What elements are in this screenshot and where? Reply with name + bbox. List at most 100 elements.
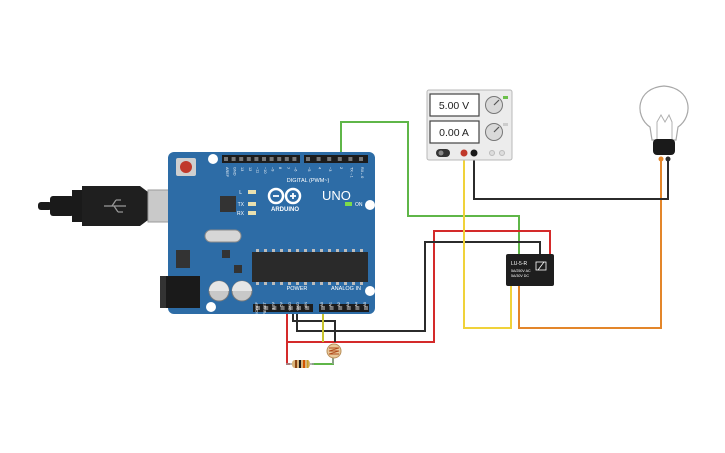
pin-label: VIN <box>304 302 308 309</box>
header-pin[interactable] <box>256 306 260 310</box>
pin-label: A3 <box>346 302 350 307</box>
current-knob[interactable] <box>485 123 503 141</box>
model-label: UNO <box>322 188 351 203</box>
power-jack <box>160 276 200 308</box>
pin-label: 5V <box>280 302 284 307</box>
header-pin[interactable] <box>306 157 310 161</box>
analog-label: ANALOG IN <box>331 286 361 292</box>
header-pin[interactable] <box>364 306 368 310</box>
header-pin[interactable] <box>355 306 360 310</box>
header-pin[interactable] <box>246 157 251 161</box>
relay-label: LU-5-R <box>511 261 528 267</box>
header-pin[interactable] <box>305 306 310 310</box>
pin-label: 13 <box>240 167 244 171</box>
header-pin[interactable] <box>321 306 325 310</box>
power-switch[interactable] <box>436 149 450 157</box>
wire-black-gnd[interactable] <box>296 241 541 332</box>
relay-spec-dc: 5A/30V DC <box>511 274 529 278</box>
led-rx-label: RX <box>237 211 245 217</box>
header-pin[interactable] <box>337 157 342 161</box>
crystal-oscillator <box>204 229 242 243</box>
wire-green-signal[interactable] <box>340 121 520 258</box>
header-pin[interactable] <box>231 157 236 161</box>
header-pin[interactable] <box>262 157 266 161</box>
header-pin[interactable] <box>269 157 274 161</box>
power-header[interactable]: IOREF RESET 3.3V 5V GND GND VIN <box>253 301 313 315</box>
pin-label: RESET <box>263 301 267 314</box>
header-pin[interactable] <box>239 157 244 161</box>
header-pin[interactable] <box>359 157 363 161</box>
header-pin[interactable] <box>254 157 259 161</box>
header-pin[interactable] <box>327 157 332 161</box>
small-component <box>222 250 230 258</box>
pin-label: ~5 <box>307 167 311 171</box>
header-pin[interactable] <box>346 306 351 310</box>
usb-icon <box>104 199 126 213</box>
header-pin[interactable] <box>224 157 228 161</box>
reset-button[interactable] <box>176 158 196 176</box>
relay-coil-icon <box>535 261 547 271</box>
pin-label: 8 <box>278 167 282 169</box>
wire-black-supply[interactable] <box>473 154 669 200</box>
on-label: ON <box>355 202 363 208</box>
header-pin[interactable] <box>329 306 334 310</box>
output-terminals[interactable] <box>460 149 505 157</box>
pin-label: A1 <box>329 302 333 307</box>
header-pin[interactable] <box>280 306 285 310</box>
resistor[interactable] <box>286 360 314 368</box>
pin-label: 3.3V <box>271 302 275 310</box>
header-pin[interactable] <box>284 157 289 161</box>
cv-indicator <box>503 96 508 99</box>
mount-hole <box>208 154 218 164</box>
status-leds: L TX RX ON <box>237 190 363 217</box>
pin-label: ~9 <box>271 167 275 171</box>
header-pin[interactable] <box>272 306 277 310</box>
wire-green-ldr[interactable] <box>312 358 334 365</box>
header-pin[interactable] <box>277 157 282 161</box>
capacitors <box>208 280 253 302</box>
wire-red-5v[interactable] <box>286 230 551 343</box>
pin-label: A2 <box>337 302 341 307</box>
wire-red-resistor[interactable] <box>286 342 290 365</box>
dc-power-supply[interactable]: 5.00 V 0.00 A <box>426 89 513 161</box>
usb-chip <box>220 196 236 212</box>
pin-label: AREF <box>225 167 229 178</box>
header-pin[interactable] <box>348 157 353 161</box>
wire-orange-bulb[interactable] <box>518 160 662 329</box>
voltage-knob[interactable] <box>485 96 503 114</box>
light-bulb[interactable] <box>639 85 689 162</box>
pin-label: GND <box>288 302 292 311</box>
pin-label: ~3 <box>328 167 332 171</box>
cc-indicator <box>503 123 508 126</box>
mount-hole <box>365 200 375 210</box>
mount-hole <box>206 302 216 312</box>
brand-label: ARDUINO <box>271 207 299 213</box>
relay-module[interactable]: LU-5-R 5A/250V AC 5A/30V DC <box>506 254 554 286</box>
pin-label: TX→1 <box>349 167 353 178</box>
voltage-display: 5.00 V <box>439 100 469 112</box>
pin-label: RX←0 <box>360 167 364 178</box>
wire-yellow-supply[interactable] <box>463 154 512 329</box>
pin-label: 7 <box>286 167 290 169</box>
header-pin[interactable] <box>292 157 297 161</box>
photoresistor[interactable] <box>326 343 342 364</box>
pin-label: 4 <box>318 167 322 169</box>
header-pin[interactable] <box>338 306 343 310</box>
pin-label: IOREF <box>255 301 259 313</box>
header-pin[interactable] <box>297 306 301 310</box>
pin-label: ~6 <box>293 167 297 171</box>
header-pin[interactable] <box>316 157 321 161</box>
pin-label: GND <box>233 167 237 176</box>
led-tx-label: TX <box>238 202 245 208</box>
pin-label: A0 <box>320 302 324 307</box>
header-pin[interactable] <box>264 306 269 310</box>
small-component <box>234 265 242 273</box>
header-pin[interactable] <box>288 306 293 310</box>
pin-label: 12 <box>248 167 252 171</box>
pin-label: GND <box>296 302 300 311</box>
relay-spec-ac: 5A/250V AC <box>511 269 531 273</box>
